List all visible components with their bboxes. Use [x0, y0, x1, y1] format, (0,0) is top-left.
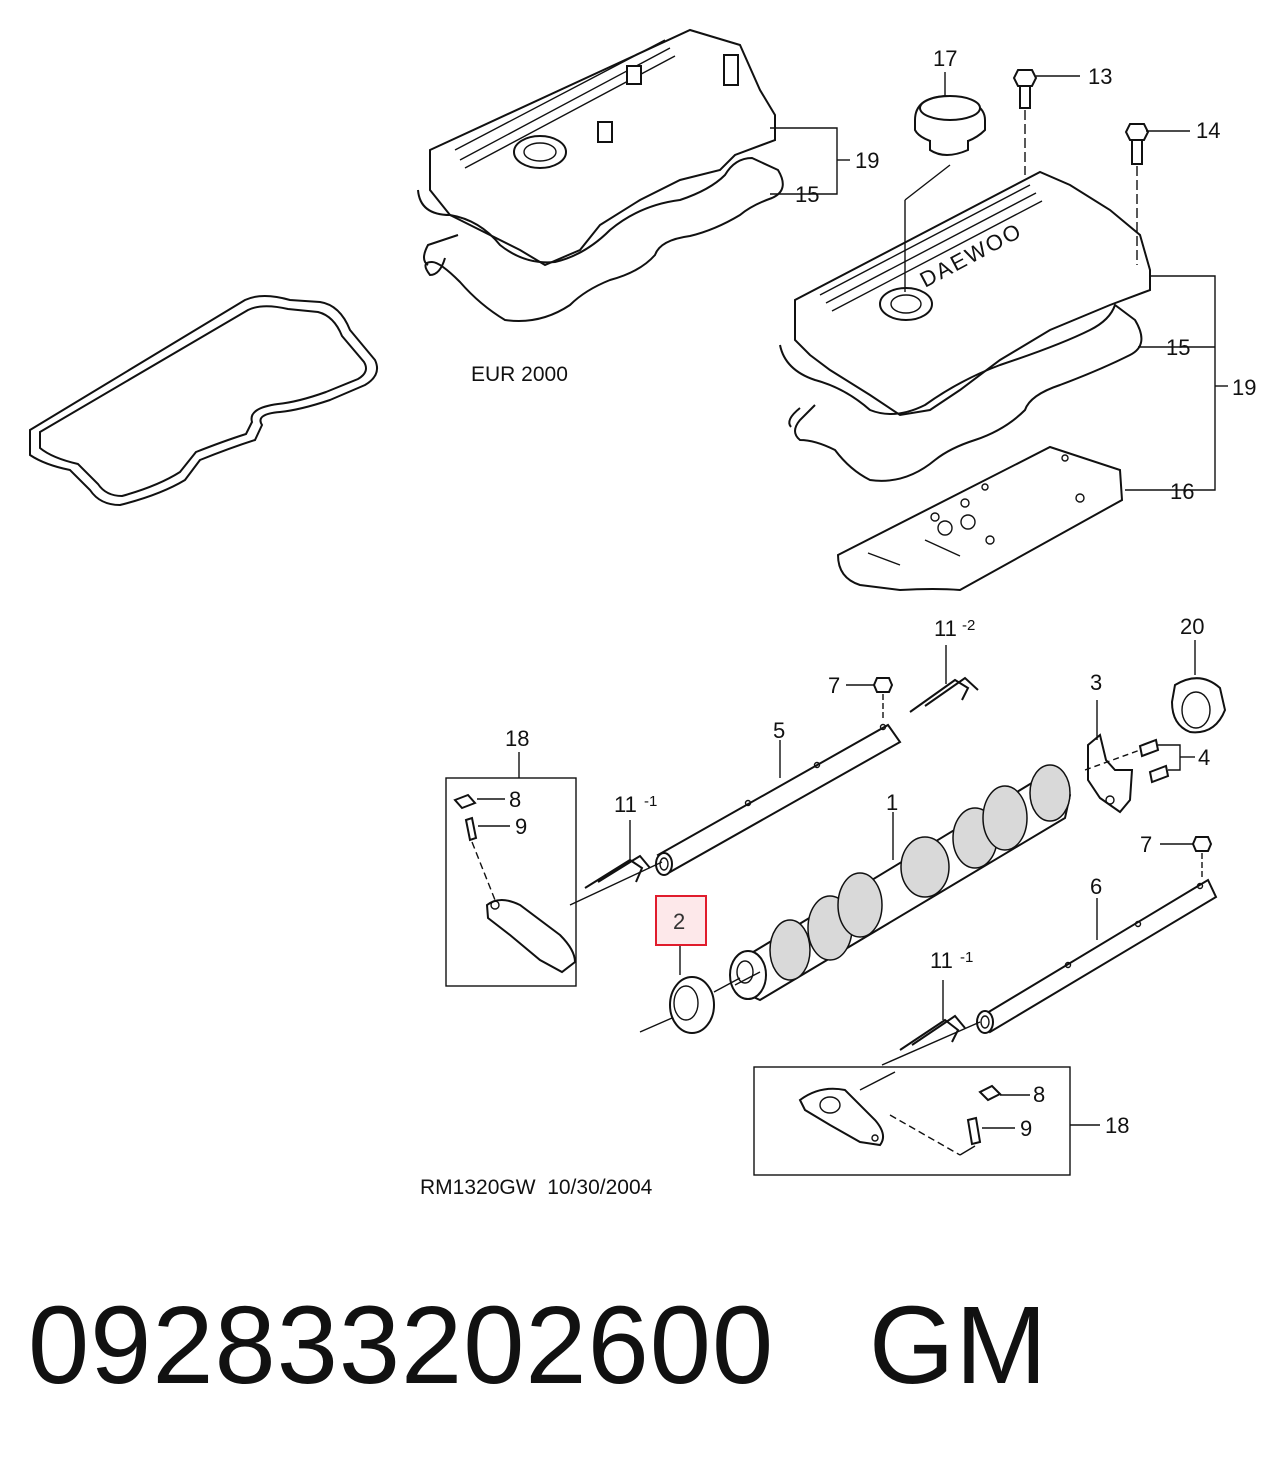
loose-valve-cover-gasket [29, 295, 378, 507]
callout-15-right: 15 [1166, 335, 1190, 360]
callout-16: 16 [1170, 479, 1194, 504]
thrust-plate-3 [1087, 700, 1134, 814]
callout-labels: 13 14 17 19 15 15 19 16 11 -2 20 3 4 7 5… [505, 46, 1256, 1141]
callout-14: 14 [1196, 118, 1220, 143]
spring-clip-11-1b [881, 980, 981, 1066]
valve-cover-eur2000 [417, 28, 784, 322]
callout-15-top: 15 [795, 182, 819, 207]
callout-7-right: 7 [1140, 832, 1152, 857]
highlighted-callout-2[interactable]: 2 [655, 895, 707, 946]
bolt-13 [1012, 69, 1038, 175]
callout-17: 17 [933, 46, 957, 71]
callout-11-2-suffix: -2 [962, 617, 975, 634]
camshaft [729, 764, 1072, 1002]
bolt-7-right [1160, 836, 1213, 880]
leader-lines-top [770, 72, 1228, 491]
part-number-banner: 092833202600 GM [28, 1282, 1048, 1409]
callout-13: 13 [1088, 64, 1112, 89]
callout-5: 5 [773, 718, 785, 743]
brand-name: GM [868, 1284, 1049, 1407]
callout-18-left: 18 [505, 726, 529, 751]
callout-11-1a: 11 [614, 792, 637, 817]
spring-clip-11-2 [909, 645, 979, 713]
callout-1: 1 [886, 790, 898, 815]
callout-3: 3 [1090, 670, 1102, 695]
callout-8-left: 8 [509, 787, 521, 812]
callout-18-right: 18 [1105, 1113, 1129, 1138]
callout-2: 2 [673, 909, 685, 934]
variant-caption: EUR 2000 [471, 363, 568, 386]
oil-seal-2 [639, 945, 741, 1034]
highlight-box [655, 895, 707, 946]
callout-20: 20 [1180, 614, 1204, 639]
callout-19-top: 19 [855, 148, 879, 173]
callout-7-top: 7 [828, 673, 840, 698]
part-number: 092833202600 [28, 1284, 775, 1407]
rocker-shaft-5 [655, 723, 902, 876]
callout-9-left: 9 [515, 814, 527, 839]
callout-19-right: 19 [1232, 375, 1256, 400]
callout-6: 6 [1090, 874, 1102, 899]
rocker-arm-assembly-right [753, 1066, 1100, 1176]
callout-9-right: 9 [1020, 1116, 1032, 1141]
callout-11-2: 11 [934, 616, 957, 641]
bolt-7-top [846, 677, 894, 720]
callout-11-1b: 11 [930, 948, 953, 973]
end-cap-20 [1170, 640, 1227, 734]
callout-11-1b-suffix: -1 [960, 949, 973, 966]
valve-cover-daewoo: DAEWOO [779, 170, 1151, 482]
callout-4: 4 [1198, 745, 1210, 770]
spring-clip-11-1a [569, 820, 663, 906]
callout-11-1a-suffix: -1 [644, 793, 657, 810]
baffle-plate [836, 445, 1124, 592]
bolt-14 [1124, 123, 1150, 265]
drawing-reference: RM1320GW 10/30/2004 [420, 1176, 653, 1199]
oil-filler-cap [904, 94, 986, 292]
rocker-shaft-6 [976, 878, 1218, 1034]
bolts-4 [1084, 738, 1195, 784]
rocker-arm-assembly-left [445, 752, 577, 987]
callout-8-right: 8 [1033, 1082, 1045, 1107]
